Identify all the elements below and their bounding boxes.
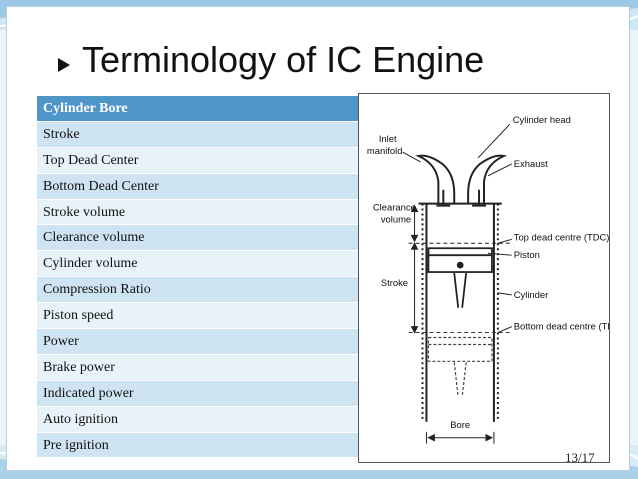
label-volume: volume [381,213,411,224]
term-row: Cylinder volume [37,251,367,278]
arrow-bullet-icon [58,58,70,72]
label-bore: Bore [450,419,470,430]
term-row: Stroke volume [37,199,367,226]
term-row: Indicated power [37,380,367,407]
label-cylinder-head: Cylinder head [513,114,571,125]
label-inlet: Inlet [379,133,397,144]
slide-title: Terminology of IC Engine [82,39,485,80]
label-stroke: Stroke [381,277,408,288]
term-row: Brake power [37,354,367,381]
label-cylinder: Cylinder [514,289,549,300]
valves [436,189,486,207]
term-row: Power [37,329,367,355]
clearance-dimension [410,204,419,243]
label-tdc: Top dead centre (TDC) [514,231,609,242]
term-row: Pre ignition [37,432,367,459]
term-row: Clearance volume [37,225,367,252]
term-row: Auto ignition [37,406,367,433]
stroke-dimension [410,242,419,334]
label-bdc: Bottom dead centre (TDC) [514,321,609,332]
term-row: Compression Ratio [37,277,367,304]
piston-bdc-outline [427,336,493,398]
leader-lines [402,123,512,334]
cylinder-walls [421,203,499,422]
term-row: Piston speed [37,303,367,330]
term-row: Stroke [37,121,367,148]
page-number: 13/17 [565,450,595,465]
term-row: Bottom Dead Center [37,173,367,200]
bore-dimension [425,431,495,444]
dead-centre-lines [408,242,513,334]
piston [427,247,493,308]
label-exhaust: Exhaust [514,158,548,169]
label-piston: Piston [514,249,540,260]
term-row: Cylinder Bore [37,96,367,122]
engine-diagram-drawing: Cylinder head Inlet manifold Exhaust Cle… [367,114,624,444]
term-row: Top Dead Center [37,147,367,174]
cylinder-head [415,154,508,205]
label-manifold: manifold [367,145,403,156]
engine-diagram: Cylinder head Inlet manifold Exhaust Cle… [358,93,624,463]
label-clearance: Clearance [373,202,416,213]
